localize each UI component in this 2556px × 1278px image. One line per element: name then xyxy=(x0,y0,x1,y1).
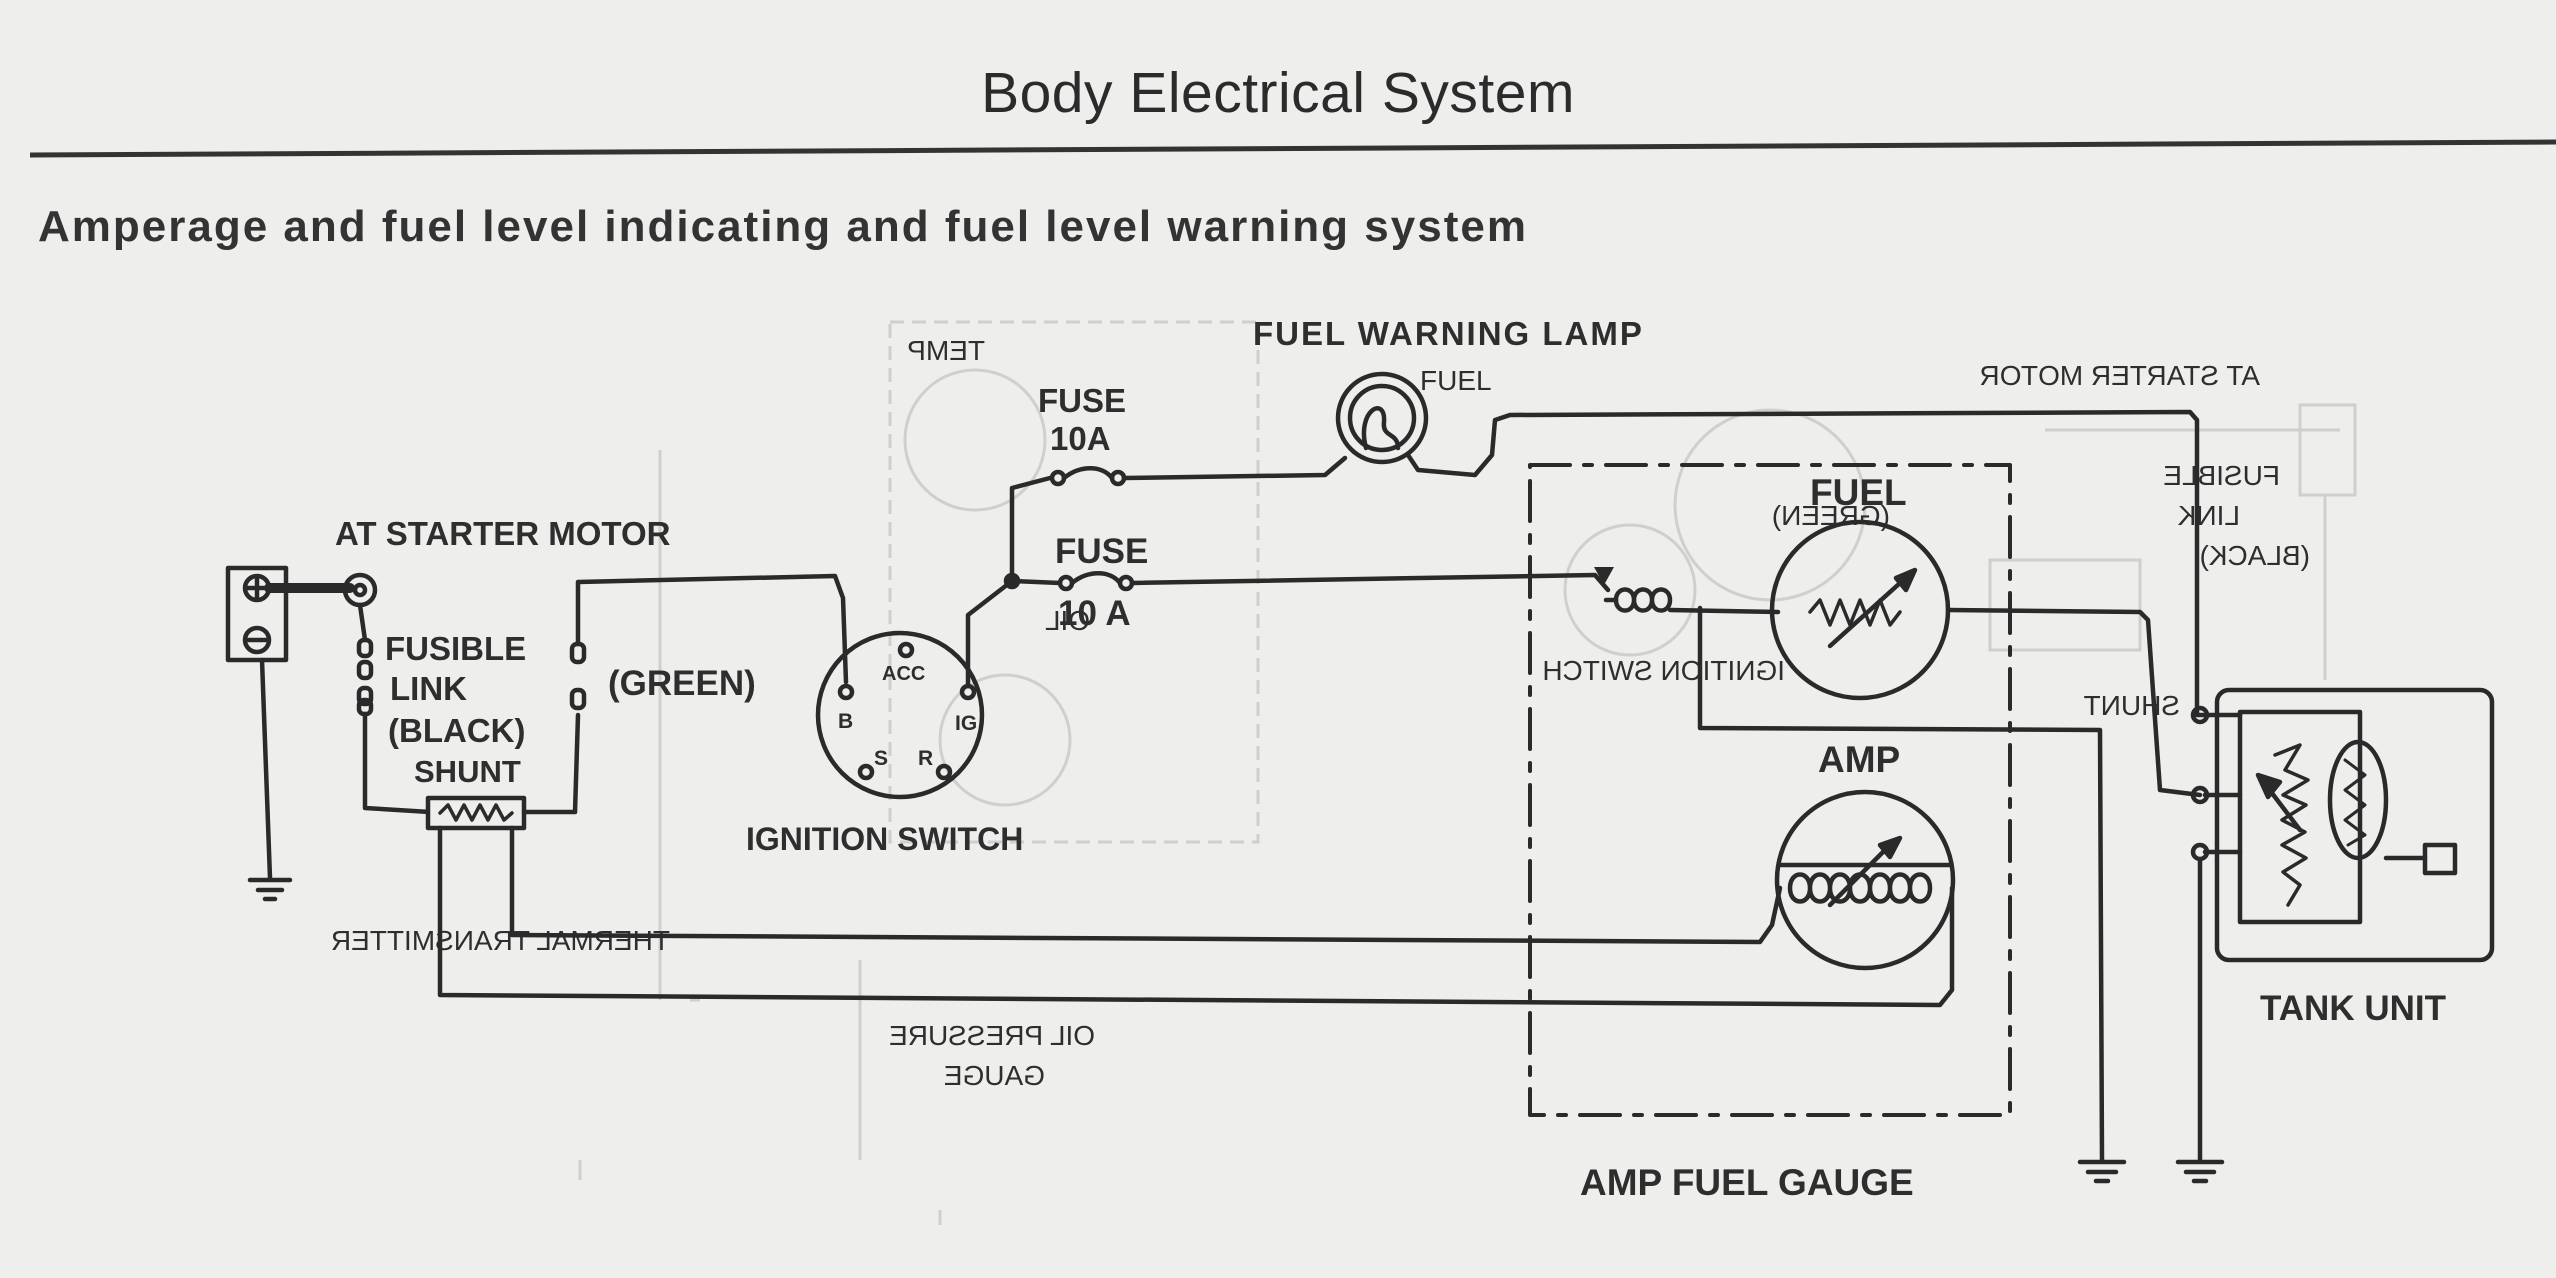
fuse-top-label: FUSE xyxy=(1038,382,1126,419)
battery-icon xyxy=(225,565,289,663)
ignition-switch-icon xyxy=(815,630,985,800)
fusible-link-label-1: FUSIBLE xyxy=(385,630,526,667)
tank-terminal-bottom xyxy=(2190,842,2210,862)
ghost-oil-pressure-2: GAUGE xyxy=(944,1060,1045,1091)
term-b-label: B xyxy=(838,710,853,733)
amp-gauge-icon xyxy=(1774,789,1956,971)
tank-unit-icon xyxy=(2202,709,2458,925)
fuse-mid-rating: 10 A xyxy=(1058,594,1131,633)
green-link-icon xyxy=(569,641,587,711)
term-r-label: R xyxy=(918,747,933,770)
section-title: Amperage and fuel level indicating and f… xyxy=(38,202,1528,251)
term-s-label: S xyxy=(874,747,888,770)
shunt-to-amp-wire-b xyxy=(437,825,1955,1008)
ground-icon-tank xyxy=(2175,1159,2225,1184)
fuse-top-rating: 10A xyxy=(1050,420,1111,457)
ghost-fusible-1: FUSIBLE xyxy=(2163,460,2280,491)
ghost-oil-pressure-1: OIL PRESSURE xyxy=(889,1020,1095,1051)
amp-fuel-gauge-enclosure xyxy=(1528,463,2012,1117)
coil-to-fuel-gauge-wire xyxy=(1667,607,1781,615)
ghost-thermal-transmitter: THERMAL TRANSMITTER xyxy=(331,925,670,956)
ghost-temp: TEMP xyxy=(907,335,985,366)
fuse-icon-top xyxy=(1049,466,1127,487)
starter-to-link-wire xyxy=(357,602,368,643)
fuse-mid-label: FUSE xyxy=(1055,532,1148,571)
bleed-through xyxy=(578,320,2357,1225)
shunt-label: SHUNT xyxy=(414,754,521,789)
at-starter-motor-label: AT STARTER MOTOR xyxy=(335,515,671,552)
amp-fuel-gauge-label: AMP FUEL GAUGE xyxy=(1580,1162,1914,1203)
coil-to-ground-wire xyxy=(1697,605,2105,1163)
green-wire xyxy=(575,573,849,685)
tank-unit-label: TANK UNIT xyxy=(2260,989,2446,1028)
ghost-fuel: FUEL xyxy=(1420,365,1492,396)
tank-unit-box xyxy=(2214,687,2495,963)
ghost-at-starter-motor: AT STARTER MOTOR xyxy=(1979,360,2260,391)
fuse-to-lamp-wire xyxy=(1121,455,1348,481)
term-ig-label: IG xyxy=(955,712,977,735)
page-header: Body Electrical System xyxy=(981,61,1575,125)
fuel-gauge-label: FUEL xyxy=(1810,472,1907,513)
ghost-ignition-switch: IGNITION SWITCH xyxy=(1542,655,1785,686)
lamp-to-tank-wire xyxy=(1405,409,2208,718)
fuel-gauge-icon xyxy=(1769,519,1951,701)
shunt-icon xyxy=(425,795,527,831)
ghost-fusible-2: LINK xyxy=(2177,500,2240,531)
green-wire-label: (GREEN) xyxy=(608,664,756,703)
ground-icon xyxy=(247,877,293,902)
battery-ground-wire xyxy=(259,657,273,881)
term-acc-label: ACC xyxy=(882,663,925,685)
ghost-fusible-3: (BLACK) xyxy=(2200,540,2310,571)
ig-to-mid-fuse-wire xyxy=(1009,578,1063,586)
header-rule xyxy=(29,139,2556,158)
shunt-to-amp-wire-a xyxy=(509,825,1783,945)
ignition-switch-label: IGNITION SWITCH xyxy=(746,821,1023,857)
fuse-icon-mid xyxy=(1057,571,1135,592)
fusible-link-label-2: LINK xyxy=(390,670,467,707)
link-to-shunt-wire xyxy=(362,711,433,815)
coil-icon xyxy=(1594,567,1673,613)
fuel-warning-lamp-label: FUEL WARNING LAMP xyxy=(1253,315,1644,352)
fusible-link-label-3: (BLACK) xyxy=(388,712,525,749)
shunt-to-green-link-wire xyxy=(521,712,581,815)
bleed-through-text: TEMP FUEL AT STARTER MOTOR FUSIBLE LINK … xyxy=(331,335,2310,1091)
ground-icon-gauge xyxy=(2077,1159,2127,1184)
fuel-gauge-to-tank-wire xyxy=(1945,607,2203,798)
ghost-shunt: SHUNT xyxy=(2084,690,2180,721)
ghost-oil: OIL xyxy=(1045,605,1090,636)
lamp-icon xyxy=(1335,371,1429,465)
fuse-to-gauge-wire xyxy=(1129,572,1611,593)
amp-gauge-label: AMP xyxy=(1818,739,1900,780)
fusible-link-icon xyxy=(356,637,374,717)
